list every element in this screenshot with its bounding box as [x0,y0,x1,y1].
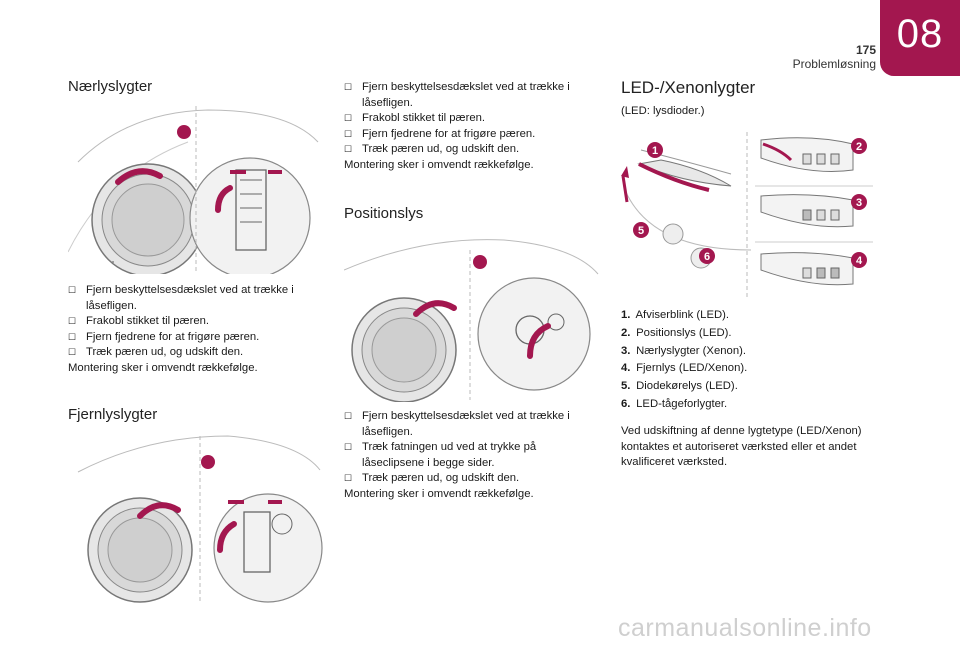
page-number: 175 [855,43,876,57]
naerlys-steps: ☐Fjern beskyttelsesdækslet ved at trække… [68,283,318,376]
checkbox-bullet-icon: ☐ [344,128,353,139]
naerlys-illustration [68,102,326,274]
chapter-number: 08 [896,12,944,56]
checkbox-bullet-icon: ☐ [68,285,77,295]
checkbox-bullet-icon: ☐ [68,331,77,342]
heading-led-xenon: LED-/Xenonlygter [621,78,756,97]
step-item: ☐Fjern fjedrene for at frigøre pæren. [68,330,318,346]
montering-note: Montering sker i omvendt rækkefølge. [344,158,534,171]
list-item: 6. LED-tågeforlygter. [621,397,728,410]
svg-text:5: 5 [638,225,644,237]
svg-text:6: 6 [704,251,710,263]
step-item: ☐Fjern beskyttelsesdækslet ved at trække… [344,81,570,109]
callout-1: 1 [647,142,663,158]
step-item: ☐Fjern beskyttelsesdækslet ved at trække… [344,410,570,438]
step-item: ☐Frakobl stikket til pæren. [344,111,594,127]
heading-positionslys: Positionslys [344,205,424,222]
svg-text:3: 3 [856,197,862,209]
svg-text:1: 1 [652,145,658,157]
list-item: 5. Diodekørelys (LED). [621,380,738,393]
step-item: ☐Træk pæren ud, og udskift den. [344,142,594,158]
positionslys-illustration [344,230,600,402]
callout-5: 5 [633,222,649,238]
checkbox-bullet-icon: ☐ [68,316,77,326]
heading-fjernlys: Fjernlyslygter [68,406,158,423]
step-item: ☐Træk pæren ud, og udskift den. [344,471,594,487]
callout-4: 4 [851,252,867,268]
callout-2: 2 [851,138,867,154]
list-item: 2. Positionslys (LED). [621,326,732,339]
step-item: ☐Træk pæren ud, og udskift den. [68,345,318,361]
checkbox-bullet-icon: ☐ [344,411,353,421]
heading-naerlys: Nærlyslygter [68,78,153,95]
chapter-tab [880,0,960,76]
section-title: Problemløsning [792,57,876,71]
svg-text:4: 4 [856,255,863,267]
checkbox-bullet-icon: ☐ [344,82,353,92]
list-item: 4. Fjernlys (LED/Xenon). [621,362,748,375]
col2-top-steps: ☐Fjern beskyttelsesdækslet ved at trække… [344,80,594,173]
checkbox-bullet-icon: ☐ [344,442,353,452]
fjernlys-illustration [68,432,326,604]
montering-note: Montering sker i omvendt rækkefølge. [344,487,534,500]
checkbox-bullet-icon: ☐ [344,473,353,483]
watermark: carmanualsonline.info [618,614,872,642]
callout-6: 6 [699,248,715,264]
col2-bottom-steps: ☐Fjern beskyttelsesdækslet ved at trække… [344,409,594,502]
checkbox-bullet-icon: ☐ [68,347,77,357]
step-item: ☐Fjern beskyttelsesdækslet ved at trække… [68,284,294,312]
step-item: ☐Fjern fjedrene for at frigøre pæren. [344,127,594,143]
led-subtitle: (LED: lysdioder.) [621,105,705,117]
checkbox-bullet-icon: ☐ [344,113,353,123]
led-component-list: 1. Afviserblink (LED). 2. Positionslys (… [621,309,747,416]
checkbox-bullet-icon: ☐ [344,144,353,154]
callout-3: 3 [851,194,867,210]
list-item: 3. Nærlyslygter (Xenon). [621,344,747,357]
step-item: ☐Træk fatningen ud ved at trykke på låse… [344,441,537,469]
step-item: ☐Frakobl stikket til pæren. [68,314,318,330]
montering-note: Montering sker i omvendt rækkefølge. [68,361,258,374]
led-note: Ved udskiftning af denne lygtetype (LED/… [621,425,862,468]
led-xenon-illustration: 1 2 3 4 5 6 [621,130,875,302]
list-item: 1. Afviserblink (LED). [621,309,730,321]
svg-text:2: 2 [856,141,862,153]
